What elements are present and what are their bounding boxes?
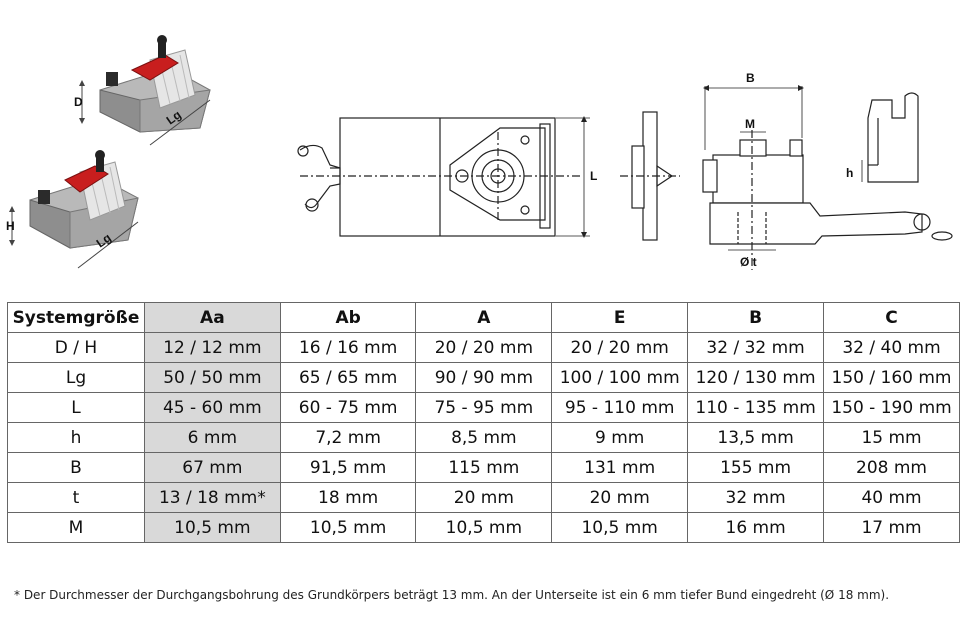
tool-holder-bottom-render [9, 150, 139, 269]
table-cell: 155 mm [687, 452, 825, 483]
table-header-row: Systemgröße Aa Ab A E B C [7, 302, 960, 333]
table-cell: 45 - 60 mm [143, 392, 281, 423]
table-cell: 18 mm [279, 482, 417, 513]
header-b: B [687, 302, 825, 333]
label-h: H [6, 219, 15, 233]
table-cell: 32 mm [687, 482, 825, 513]
header-a: A [415, 302, 553, 333]
table-row: t 13 / 18 mm* 18 mm 20 mm 20 mm 32 mm 40… [7, 482, 960, 513]
table-cell: 13,5 mm [687, 422, 825, 453]
table-cell: 65 / 65 mm [279, 362, 417, 393]
front-view-drawing [702, 86, 953, 270]
table-cell: 10,5 mm [279, 512, 417, 543]
table-cell: 10,5 mm [551, 512, 689, 543]
table-row: h 6 mm 7,2 mm 8,5 mm 9 mm 13,5 mm 15 mm [7, 422, 960, 453]
table-cell: 40 mm [823, 482, 960, 513]
row-label: L [7, 392, 145, 423]
table-cell: 16 mm [687, 512, 825, 543]
top-view-drawing [297, 117, 590, 237]
table-cell: 95 - 110 mm [551, 392, 689, 423]
table-row: D / H 12 / 12 mm 16 / 16 mm 20 / 20 mm 2… [7, 332, 960, 363]
table-cell: 20 mm [551, 482, 689, 513]
table-cell: 9 mm [551, 422, 689, 453]
tool-holder-top-render [79, 35, 211, 146]
row-label: M [7, 512, 145, 543]
table-cell: 7,2 mm [279, 422, 417, 453]
header-c: C [823, 302, 960, 333]
table-cell: 20 / 20 mm [551, 332, 689, 363]
table-cell: 131 mm [551, 452, 689, 483]
table-row: L 45 - 60 mm 60 - 75 mm 75 - 95 mm 95 - … [7, 392, 960, 423]
spec-table: Systemgröße Aa Ab A E B C D / H 12 / 12 … [7, 302, 960, 543]
header-aa: Aa [143, 302, 281, 333]
table-row: Lg 50 / 50 mm 65 / 65 mm 90 / 90 mm 100 … [7, 362, 960, 393]
table-cell: 32 / 32 mm [687, 332, 825, 363]
table-cell: 110 - 135 mm [687, 392, 825, 423]
header-ab: Ab [279, 302, 417, 333]
table-cell: 8,5 mm [415, 422, 553, 453]
label-d: D [74, 95, 83, 109]
side-view-drawing [620, 111, 680, 241]
row-label: B [7, 452, 145, 483]
table-cell: 120 / 130 mm [687, 362, 825, 393]
table-cell: 50 / 50 mm [143, 362, 281, 393]
table-cell: 10,5 mm [143, 512, 281, 543]
table-cell: 90 / 90 mm [415, 362, 553, 393]
label-h-clamp: h [846, 166, 853, 180]
table-cell: 91,5 mm [279, 452, 417, 483]
row-label: Lg [7, 362, 145, 393]
clamp-detail-drawing [861, 92, 919, 183]
table-cell: 75 - 95 mm [415, 392, 553, 423]
label-t: Ø t [740, 255, 757, 269]
label-lg-bottom: Lg [94, 231, 114, 251]
table-row: M 10,5 mm 10,5 mm 10,5 mm 10,5 mm 16 mm … [7, 512, 960, 543]
table-cell: 15 mm [823, 422, 960, 453]
table-cell: 67 mm [143, 452, 281, 483]
table-cell: 32 / 40 mm [823, 332, 960, 363]
table-cell: 10,5 mm [415, 512, 553, 543]
table-cell: 208 mm [823, 452, 960, 483]
label-l: L [590, 169, 597, 183]
table-cell: 100 / 100 mm [551, 362, 689, 393]
header-systemgroesse: Systemgröße [7, 302, 145, 333]
table-cell: 13 / 18 mm* [143, 482, 281, 513]
table-cell: 150 - 190 mm [823, 392, 960, 423]
table-cell: 20 mm [415, 482, 553, 513]
row-label: D / H [7, 332, 145, 363]
row-label: t [7, 482, 145, 513]
header-e: E [551, 302, 689, 333]
label-lg-top: Lg [164, 108, 184, 128]
table-cell: 20 / 20 mm [415, 332, 553, 363]
label-b: B [746, 71, 755, 85]
footnote: * Der Durchmesser der Durchgangsbohrung … [14, 588, 890, 602]
label-m: M [745, 117, 755, 131]
table-cell: 6 mm [143, 422, 281, 453]
table-cell: 12 / 12 mm [143, 332, 281, 363]
technical-drawing: D Lg H Lg [0, 0, 960, 290]
table-cell: 60 - 75 mm [279, 392, 417, 423]
row-label: h [7, 422, 145, 453]
table-row: B 67 mm 91,5 mm 115 mm 131 mm 155 mm 208… [7, 452, 960, 483]
table-cell: 150 / 160 mm [823, 362, 960, 393]
table-cell: 17 mm [823, 512, 960, 543]
table-cell: 115 mm [415, 452, 553, 483]
table-cell: 16 / 16 mm [279, 332, 417, 363]
